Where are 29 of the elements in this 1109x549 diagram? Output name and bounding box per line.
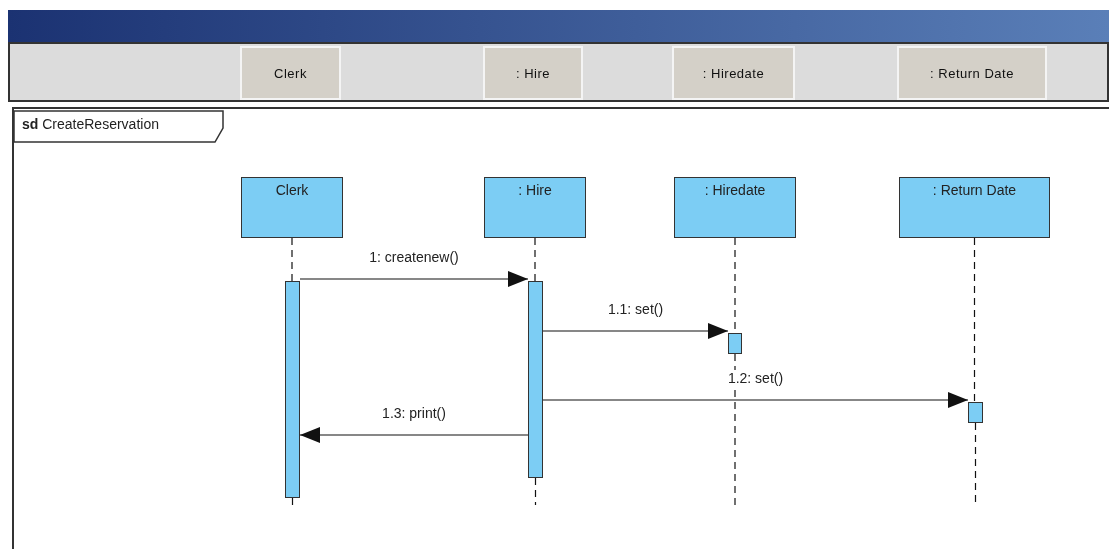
- lifeline-name: : Return Date: [931, 182, 1018, 198]
- message-label: 1.2: set(): [727, 370, 784, 386]
- lifeline: [291, 237, 293, 282]
- message-arrow: [542, 392, 969, 408]
- lifeline: [534, 237, 536, 282]
- message-arrow: [299, 427, 529, 443]
- sequence-frame: [12, 107, 1109, 549]
- frame-title: sd CreateReservation: [22, 116, 159, 132]
- message-arrow: [299, 271, 529, 287]
- lifeline-head: [899, 177, 1050, 238]
- lifeline-head: [241, 177, 343, 238]
- column-header-tab: : Hiredate: [672, 46, 795, 100]
- lifeline-name: Clerk: [274, 182, 310, 198]
- message-label: 1: createnew(): [369, 249, 459, 265]
- message-label: 1.1: set(): [607, 301, 664, 317]
- activation-bar: [528, 281, 543, 478]
- column-header-tab: Clerk: [240, 46, 341, 100]
- lifeline: [973, 237, 976, 403]
- message-arrow: [542, 323, 729, 339]
- activation-bar: [728, 333, 742, 354]
- lifeline-head: [674, 177, 796, 238]
- activation-bar: [968, 402, 983, 423]
- column-header-tab: : Return Date: [897, 46, 1047, 100]
- lifeline-name: : Hiredate: [703, 182, 767, 198]
- column-header-tab: : Hire: [483, 46, 583, 100]
- message-label: 1.3: print(): [382, 405, 446, 421]
- activation-bar: [285, 281, 300, 498]
- lifeline-name: : Hire: [517, 182, 553, 198]
- lifeline-head: [484, 177, 586, 238]
